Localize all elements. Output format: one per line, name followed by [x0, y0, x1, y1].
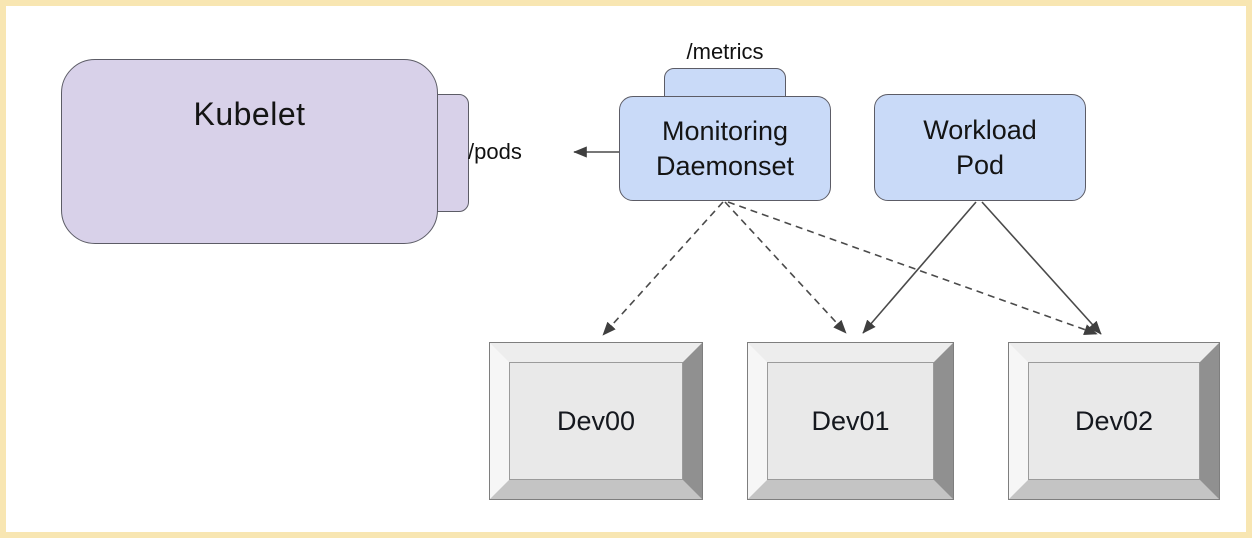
device-node-dev02: Dev02: [1009, 343, 1219, 499]
device-face: Dev01: [767, 362, 934, 480]
device-node-dev00: Dev00: [490, 343, 702, 499]
kubelet-label: Kubelet: [193, 96, 306, 132]
kubelet-node: Kubelet: [61, 59, 438, 244]
device-label: Dev01: [811, 405, 890, 436]
metrics-endpoint-label: /metrics: [686, 39, 764, 64]
device-node-dev01: Dev01: [748, 343, 953, 499]
workload-label-line2: Pod: [955, 149, 1005, 180]
workload-label-line1: Workload: [923, 114, 1037, 145]
device-face: Dev02: [1028, 362, 1200, 480]
workload-pod-node: Workload Pod: [874, 94, 1086, 201]
monitoring-daemonset-node: Monitoring Daemonset: [619, 96, 831, 201]
device-label: Dev02: [1074, 405, 1154, 436]
edge-workload-to-dev02: [981, 201, 1102, 335]
monitoring-label-line1: Monitoring: [661, 115, 789, 146]
device-label: Dev00: [556, 405, 636, 436]
edge-monitoring-to-dev01: [724, 201, 847, 334]
edge-monitoring-to-dev02: [727, 201, 1098, 335]
edge-workload-to-dev01: [862, 201, 977, 334]
pods-endpoint-label: /pods: [468, 139, 522, 164]
device-face: Dev00: [509, 362, 683, 480]
monitoring-label-line2: Daemonset: [655, 150, 795, 181]
edge-monitoring-to-dev00: [602, 201, 724, 336]
